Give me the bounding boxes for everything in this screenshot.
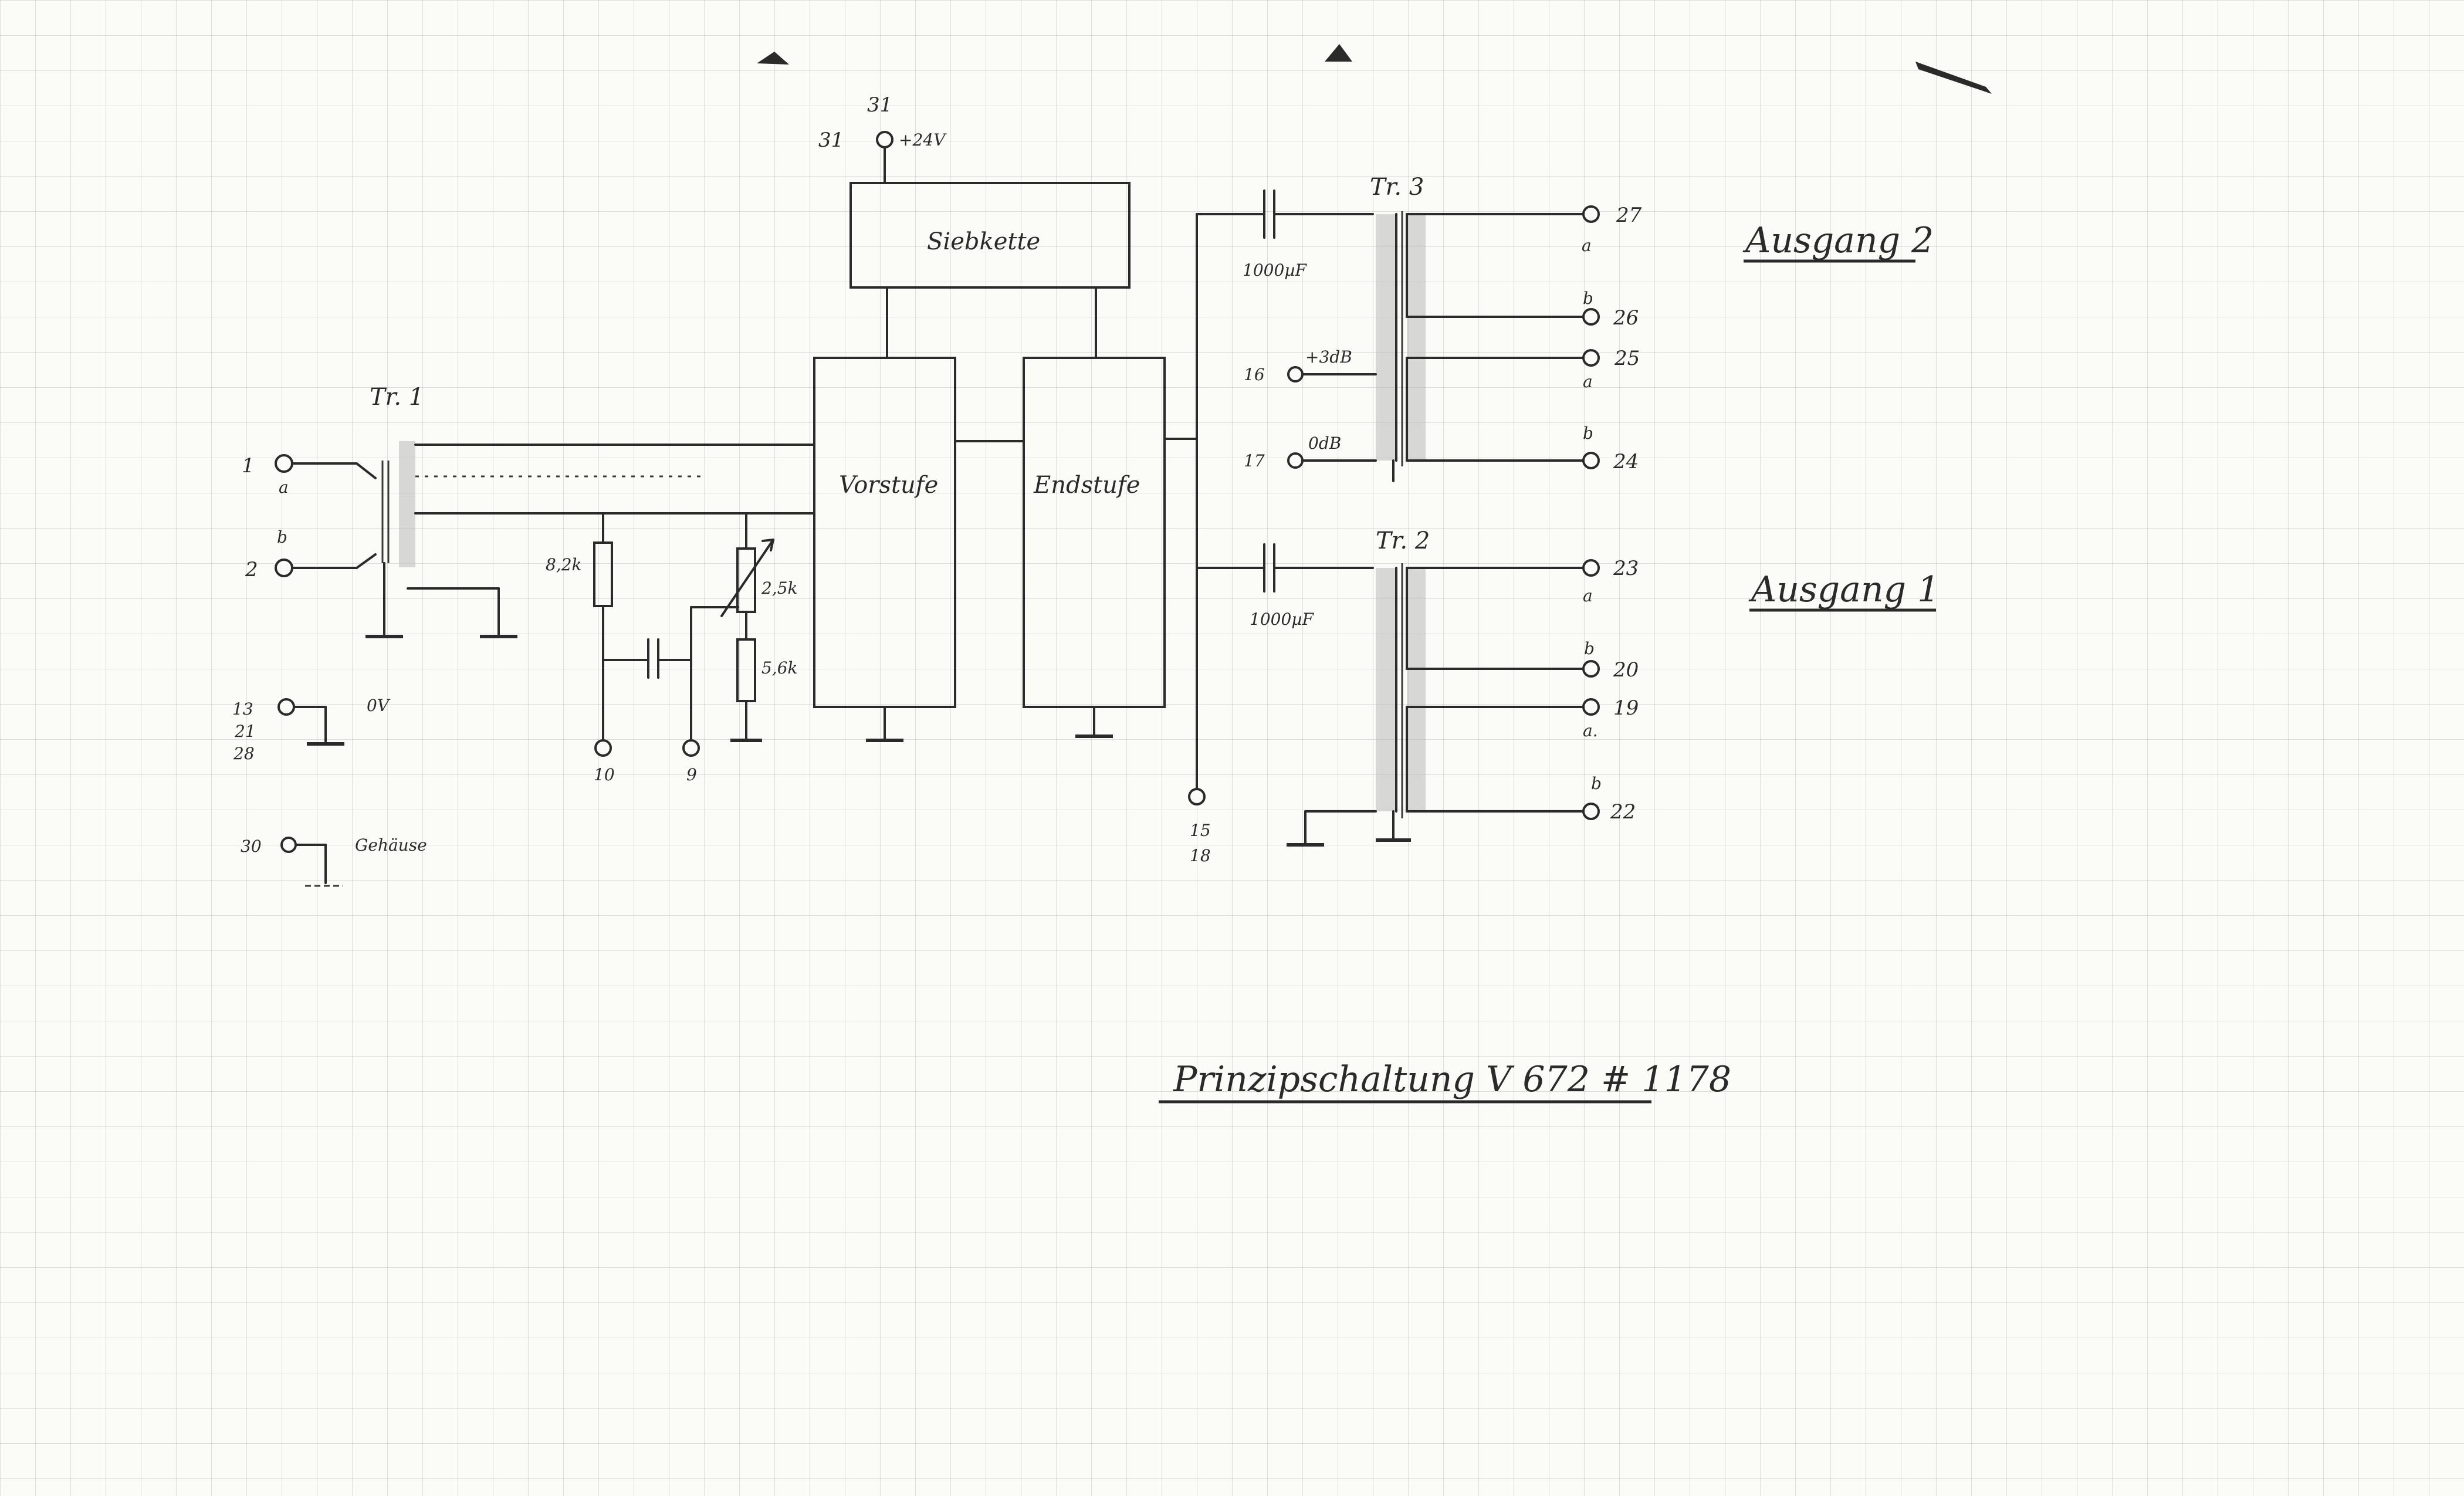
- supply-voltage-label: +24V: [899, 130, 947, 150]
- siebkette-block: [849, 182, 1131, 289]
- potentiometer-label: 2,5k: [761, 578, 798, 598]
- resistor-5k6: [736, 638, 756, 702]
- output1-terminal-22: [1582, 803, 1600, 820]
- ground-terminal-number-28: 28: [233, 744, 255, 763]
- ground-terminals: 13 21 28 0V 30 Gehäuse: [232, 696, 427, 887]
- output1-terminal-number: 22: [1610, 800, 1636, 824]
- output2-terminal-26: [1582, 308, 1600, 326]
- scan-marks: [757, 44, 1992, 94]
- tr2-core-right: [1407, 568, 1426, 811]
- output2-terminal-25: [1582, 349, 1600, 367]
- output2-terminal-24: [1582, 452, 1600, 469]
- level-terminal-16-label: +3dB: [1305, 347, 1352, 367]
- supply-terminal: [876, 131, 893, 148]
- output1-terminal-tag: b: [1584, 639, 1595, 658]
- output-common-number-15: 15: [1190, 821, 1211, 840]
- level-terminal-16: [1287, 366, 1304, 383]
- output2-terminal-number: 24: [1613, 450, 1639, 473]
- tr3-core-left: [1376, 214, 1396, 461]
- title-block: Prinzipschaltung V 672 # 1178: [1159, 1059, 1731, 1104]
- output-bus: 15 18 1000µF 1000µF: [1163, 189, 1374, 865]
- output2-terminal-tag: a: [1583, 372, 1593, 391]
- ground-terminal-label: 0V: [367, 696, 391, 715]
- siebkette-label: Siebkette: [927, 228, 1040, 255]
- supply-section: 31 31 +24V Siebkette: [818, 93, 1131, 359]
- output1-terminal-23: [1582, 559, 1600, 577]
- resistor-8k2-label: 8,2k: [546, 555, 582, 574]
- output2-terminal-tag: b: [1583, 289, 1593, 308]
- output2-label: Ausgang 2: [1742, 220, 1934, 261]
- level-terminal-17: [1287, 452, 1304, 469]
- resistor-8k2: [593, 541, 613, 607]
- terminal-9: [682, 739, 700, 757]
- terminal-10: [594, 739, 612, 757]
- output1-terminal-number: 20: [1613, 658, 1639, 682]
- input-terminal-1-number: 1: [242, 454, 255, 478]
- output2-terminal-number: 26: [1613, 306, 1639, 330]
- case-terminal: [280, 837, 297, 853]
- endstufe-label: Endstufe: [1033, 472, 1140, 499]
- case-terminal-label: Gehäuse: [355, 835, 427, 855]
- resistor-5k6-label: 5,6k: [761, 658, 798, 678]
- output-capacitor-2-label: 1000µF: [1243, 260, 1307, 280]
- vorstufe-block: [813, 357, 956, 708]
- tr1-core: [399, 441, 415, 567]
- output1-terminal-tag: b: [1591, 774, 1602, 793]
- output1-terminal-tag: a: [1583, 586, 1593, 605]
- output2-terminal-number: 27: [1616, 204, 1642, 227]
- input-terminal-2-number: 2: [245, 558, 258, 581]
- output2-terminal-tag: a: [1582, 236, 1592, 255]
- output1-terminal-number: 19: [1613, 696, 1639, 720]
- diagram-title: Prinzipschaltung V 672 # 1178: [1173, 1059, 1731, 1100]
- terminal-9-number: 9: [686, 765, 697, 784]
- tr3-core-right: [1407, 214, 1426, 461]
- tr1-label: Tr. 1: [370, 384, 424, 411]
- supply-terminal-number-alt: 31: [818, 128, 844, 152]
- tr3-label: Tr. 3: [1370, 174, 1424, 201]
- output-capacitor-1-label: 1000µF: [1250, 610, 1314, 629]
- tr2-core-left: [1376, 568, 1396, 811]
- terminal-10-number: 10: [594, 765, 615, 784]
- ground-terminal-number-13: 13: [232, 699, 253, 719]
- output1-terminal-20: [1582, 660, 1600, 678]
- input-terminal-2: [275, 559, 293, 577]
- output2-terminal-27: [1582, 205, 1600, 223]
- level-terminal-17-label: 0dB: [1308, 434, 1341, 453]
- output-common-number-18: 18: [1190, 846, 1211, 865]
- ground-terminal-number-21: 21: [234, 722, 256, 741]
- tr2-output-transformer: Tr. 2 23 a b 20 19 a. b 22: [1287, 527, 1639, 847]
- output-labels: Ausgang 2 Ausgang 1: [1742, 220, 1940, 612]
- supply-terminal-number: 31: [867, 93, 892, 117]
- output1-terminal-19: [1582, 698, 1600, 716]
- input-terminal-2-tag: b: [277, 527, 287, 547]
- output1-terminal-number: 23: [1613, 557, 1639, 580]
- case-terminal-number: 30: [241, 837, 262, 856]
- vorstufe-label: Vorstufe: [839, 472, 938, 499]
- input-terminal-1-tag: a: [279, 478, 289, 497]
- tr2-label: Tr. 2: [1376, 527, 1430, 554]
- input-terminal-1: [275, 454, 293, 473]
- ground-terminal: [277, 698, 295, 716]
- level-terminal-16-number: 16: [1244, 365, 1265, 384]
- tr3-output-transformer: Tr. 3 16 +3dB 17 0dB 27 a b 26 25 a b 24: [1244, 174, 1642, 482]
- output2-terminal-number: 25: [1614, 347, 1640, 370]
- output2-terminal-tag: b: [1583, 424, 1593, 443]
- output1-terminal-tag: a.: [1583, 721, 1598, 740]
- gain-network: 8,2k 10 9 2,5k 5,6k: [546, 512, 798, 784]
- endstufe-block: [1023, 357, 1166, 708]
- level-terminal-17-number: 17: [1244, 451, 1265, 471]
- output-common-terminal: [1188, 788, 1206, 805]
- output1-label: Ausgang 1: [1748, 569, 1940, 610]
- input-section: Tr. 1 1 a b 2: [242, 384, 815, 638]
- amplifier-stages: Vorstufe Endstufe: [813, 357, 1166, 742]
